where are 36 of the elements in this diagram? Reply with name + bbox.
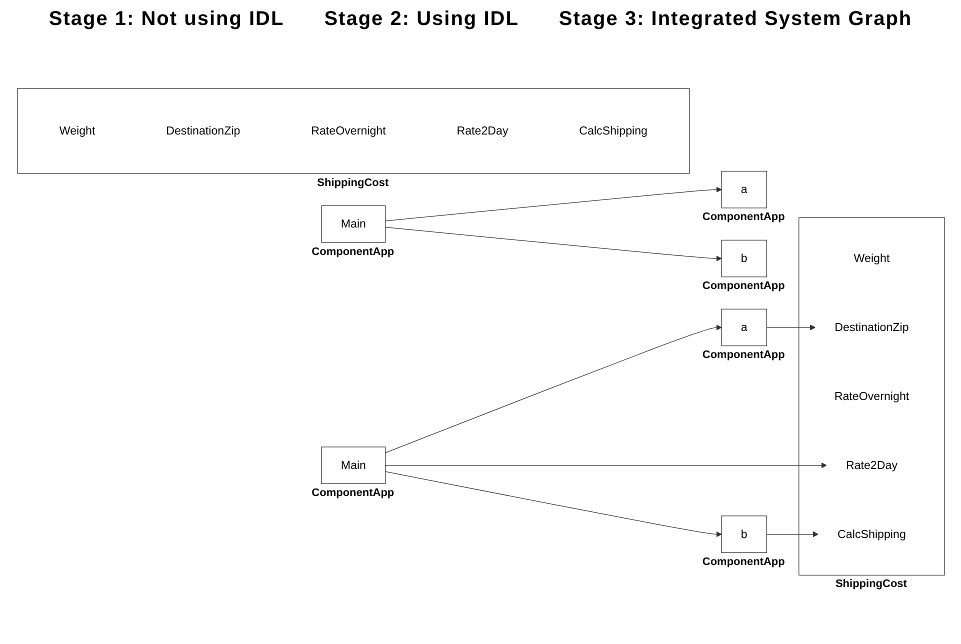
node-text: DestinationZip <box>166 124 240 138</box>
arrow <box>384 472 722 538</box>
class-caption: ComponentApp <box>702 211 785 224</box>
node-box: Main <box>320 206 386 243</box>
arrow <box>384 187 722 222</box>
class-caption: ComponentApp <box>312 246 394 259</box>
node-text: CalcShipping <box>837 528 906 541</box>
class-caption: ComponentApp <box>312 486 394 500</box>
node-box: Main <box>320 446 386 484</box>
arrow <box>384 227 722 262</box>
class-caption: ShippingCost <box>317 176 389 190</box>
arrow <box>384 324 722 454</box>
class-caption: ComponentApp <box>702 349 785 362</box>
cluster <box>16 88 690 174</box>
cluster <box>798 218 944 576</box>
arrow <box>384 462 826 468</box>
stage-heading: Stage 3: Integrated System Graph <box>558 8 912 31</box>
class-caption: ShippingCost <box>835 578 907 592</box>
class-caption: ComponentApp <box>702 280 785 294</box>
node-text: Weight <box>58 124 95 138</box>
node-box: b <box>720 516 767 554</box>
node-box: a <box>720 309 767 346</box>
stage-heading: Stage 1: Not using IDL <box>48 8 284 31</box>
node-box: a <box>720 171 767 209</box>
stage-heading: Stage 2: Using IDL <box>324 8 519 31</box>
node-text: Rate2Day <box>456 124 508 138</box>
node-text: RateOvernight <box>834 390 909 403</box>
arrow <box>766 532 818 538</box>
node-text: Weight <box>853 252 890 265</box>
node-text: CalcShipping <box>578 124 647 138</box>
node-text: Rate2Day <box>845 458 898 472</box>
node-box: b <box>720 240 767 278</box>
arrow <box>766 324 816 331</box>
class-caption: ComponentApp <box>702 556 785 569</box>
node-text: DestinationZip <box>834 320 908 334</box>
node-text: RateOvernight <box>310 124 386 138</box>
